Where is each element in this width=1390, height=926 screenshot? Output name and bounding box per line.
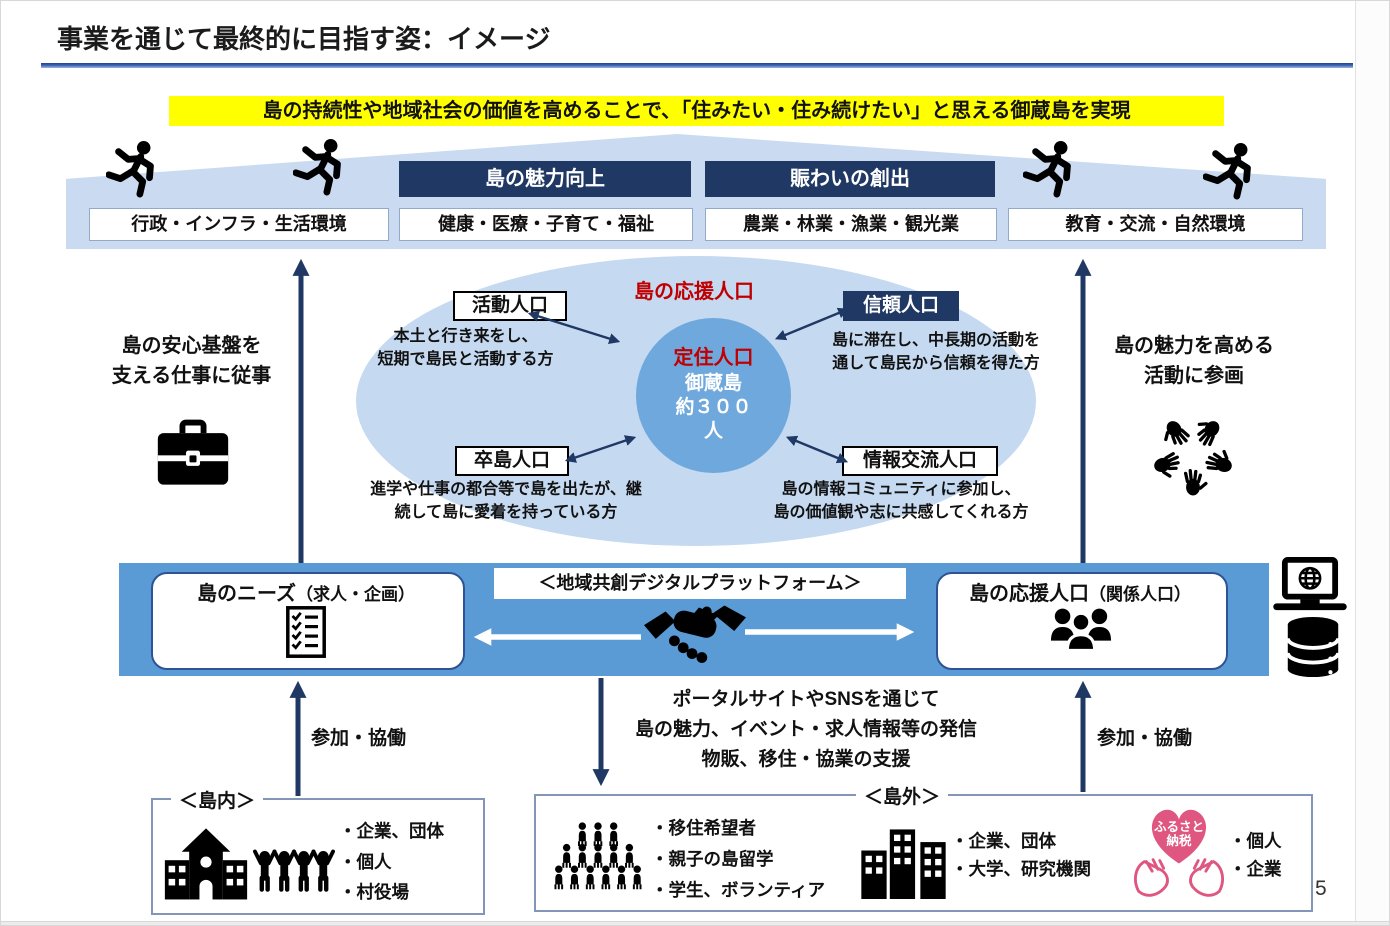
group-trust-desc: 島に滞在し、中長期の活動を 通して島民から信頼を得た方 (831, 332, 1040, 373)
crowd-icon (554, 821, 642, 891)
list-item: ・個人 (339, 851, 392, 872)
outside-island-group3: ・個人 ・企業 (1229, 827, 1319, 883)
database-icon (1285, 616, 1341, 678)
list-item: ・個人 (1229, 831, 1282, 851)
list-item: ・学生、ボランティア (651, 880, 825, 901)
goal-highlight: 島の持続性や地域社会の価値を高めることで、「住みたい・住み続けたい」と思える御蔵… (169, 96, 1224, 126)
outside-island-label: ＜島外＞ (856, 782, 949, 809)
list-item: ・親子の島留学 (651, 849, 774, 870)
support-population-title: 島の応援人口 (634, 281, 754, 303)
participation-label-right: 参加・協働 (1097, 728, 1193, 749)
list-item: ・企業 (1229, 859, 1282, 879)
furusato-text-line1: ふるさと (1154, 820, 1204, 834)
island-needs-title-main: 島のニーズ (197, 583, 296, 605)
left-note: 島の安心基盤を 支える仕事に従事 (111, 335, 272, 387)
list-item: ・村役場 (339, 882, 409, 903)
runner-icon (106, 139, 164, 199)
resident-population-circle: 定住人口 御蔵島 約３００ 人 (636, 318, 791, 473)
resident-name: 御蔵島 (684, 372, 742, 394)
handshake-icon (644, 605, 746, 663)
laptop-globe-icon (1273, 557, 1347, 611)
outside-island-group1: ・移住希望者 ・親子の島留学 ・学生、ボランティア (651, 813, 856, 906)
resident-count: 約３００ (675, 397, 752, 419)
category-education: 教育・交流・自然環境 (1008, 208, 1303, 241)
category-health: 健康・医療・子育て・福祉 (399, 208, 693, 241)
title-rule (41, 63, 1353, 68)
group-info-label: 情報交流人口 (842, 446, 998, 476)
list-item: ・大学、研究機関 (951, 859, 1091, 879)
right-note: 島の魅力を高める 活動に参画 (1114, 335, 1274, 387)
platform-label: ＜地域共創デジタルプラットフォーム＞ (494, 568, 906, 599)
inside-island-items: ・企業、団体 ・個人 ・村役場 (339, 816, 477, 908)
category-infrastructure: 行政・インフラ・生活環境 (89, 208, 389, 241)
runner-icon (293, 137, 351, 197)
portal-description: ポータルサイトやSNSを通じて 島の魅力、イベント・求人情報等の発信 物販、移住… (634, 689, 977, 770)
banner-header-attractiveness: 島の魅力向上 (399, 161, 691, 197)
banner-header-vitality: 賑わいの創出 (705, 161, 995, 197)
school-icon (164, 828, 248, 900)
furusato-text-line2: 納税 (1167, 833, 1192, 848)
joined-hands-icon (1150, 413, 1238, 498)
supporters-title-sub: （関係人口） (1089, 585, 1191, 604)
checklist-icon (286, 606, 326, 658)
page-number: 5 (1315, 877, 1327, 900)
group-alumni-desc: 進学や仕事の都合等で島を出たが、継 続して島に愛着を持っている方 (370, 481, 642, 522)
category-industry: 農業・林業・漁業・観光業 (705, 208, 997, 241)
page-title: 事業を通じて最終的に目指す姿：イメージ (57, 24, 551, 54)
outside-island-group2: ・企業、団体 ・大学、研究機関 (951, 827, 1141, 883)
furusato-nozei-icon: ふるさと 納税 (1134, 809, 1224, 897)
group-trust-label: 信頼人口 (843, 291, 959, 321)
people-group-icon (1050, 608, 1112, 652)
runner-icon (1203, 141, 1261, 201)
group-alumni-label: 卒島人口 (455, 446, 569, 476)
group-info-desc: 島の情報コミュニティに参加し、 島の価値観や志に共感してくれる方 (773, 481, 1029, 522)
buildings-icon (861, 829, 946, 899)
cheering-people-icon (253, 841, 335, 903)
list-item: ・移住希望者 (651, 818, 756, 838)
runner-icon (1023, 139, 1081, 199)
group-activity-label: 活動人口 (453, 291, 567, 321)
list-item: ・企業、団体 (339, 821, 444, 841)
resident-label: 定住人口 (673, 347, 754, 370)
list-item: ・企業、団体 (951, 831, 1056, 851)
right-gutter (1355, 1, 1389, 925)
island-needs-title-sub: （求人・企画） (296, 585, 415, 604)
supporters-title-main: 島の応援人口 (969, 583, 1089, 605)
inside-island-label: ＜島内＞ (171, 786, 264, 813)
supporters-title: 島の応援人口（関係人口） (936, 577, 1224, 606)
resident-unit: 人 (703, 421, 723, 443)
group-activity-desc: 本土と行き来をし、 短期で島民と活動する方 (377, 328, 554, 369)
bottom-edge (1, 921, 1389, 925)
participation-label-left: 参加・協働 (311, 728, 407, 749)
briefcase-icon (157, 419, 229, 485)
island-needs-title: 島のニーズ（求人・企画） (151, 577, 461, 606)
